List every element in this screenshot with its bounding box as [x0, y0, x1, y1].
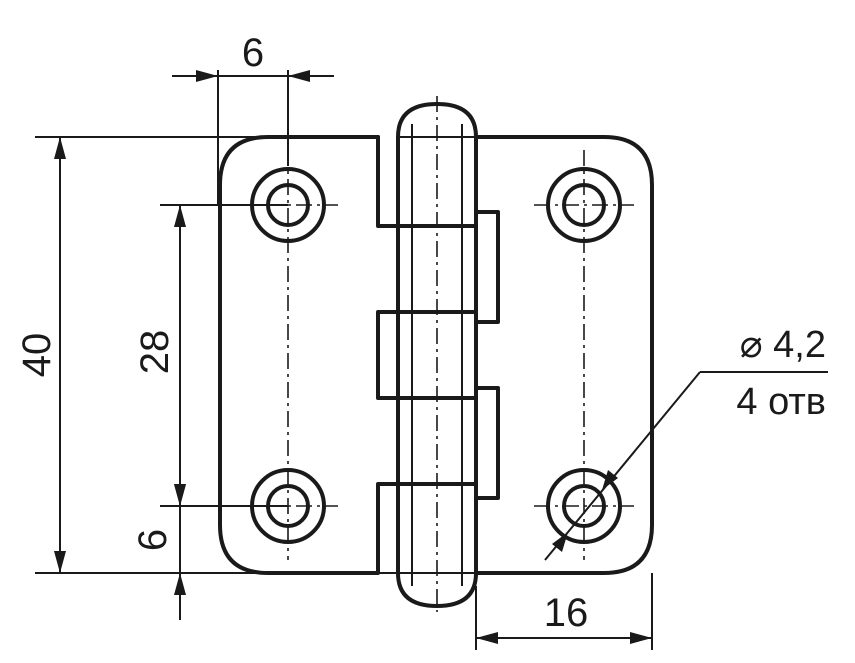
dim-label-top-6: 6 — [242, 31, 264, 75]
arrowhead — [602, 470, 618, 490]
dim-label-28: 28 — [133, 330, 177, 375]
right-leaf — [474, 135, 654, 575]
dim-overall-height: 40 — [15, 136, 398, 574]
arrowhead — [552, 532, 568, 552]
arrowhead — [476, 632, 498, 644]
arrowhead — [196, 70, 218, 82]
dim-hole-spacing: 28 — [133, 204, 288, 507]
arrowhead — [174, 573, 186, 595]
dim-bottom-hole-offset: 6 — [131, 470, 186, 620]
arrowhead — [54, 551, 66, 573]
hole-callout: ⌀ 4,2 4 отв — [544, 324, 828, 561]
hole-count-label: 4 отв — [736, 381, 826, 423]
mounting-holes — [238, 150, 634, 560]
hinge-knuckle — [396, 96, 478, 612]
arrowhead — [288, 70, 310, 82]
dim-leaf-hole-offset: 16 — [475, 573, 653, 650]
arrowhead — [54, 137, 66, 159]
arrowhead — [630, 632, 652, 644]
arrowhead — [174, 205, 186, 227]
dim-label-40: 40 — [15, 333, 59, 378]
dim-label-16: 16 — [544, 591, 589, 635]
dim-label-bottom-6: 6 — [131, 529, 175, 551]
dim-top-hole-offset: 6 — [172, 31, 334, 205]
arrowhead — [174, 484, 186, 506]
hole-diameter-label: ⌀ 4,2 — [740, 324, 826, 366]
